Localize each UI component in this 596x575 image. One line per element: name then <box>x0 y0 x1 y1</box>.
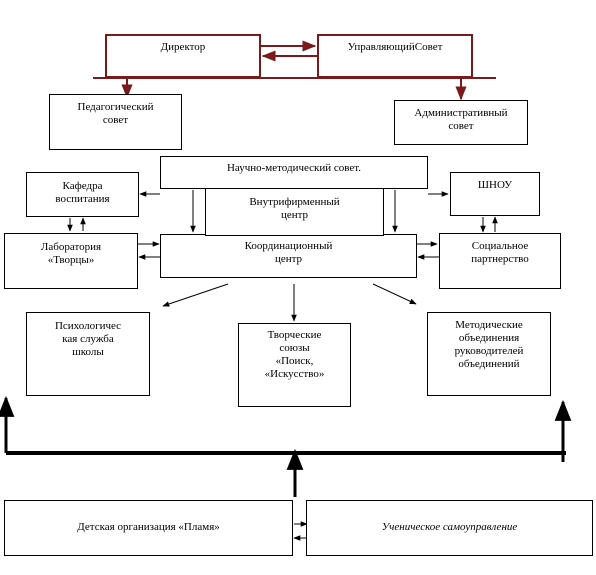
arrow-coord-to-psych <box>162 283 229 307</box>
kafedra-box: Кафедра воспитания <box>26 172 139 217</box>
kafedra-label: Кафедра воспитания <box>55 180 110 205</box>
ped-council-label: Педагогический совет <box>77 101 154 126</box>
children-label: Детская организация «Пламя» <box>77 521 220 533</box>
coord-box: Координационный центр <box>160 234 417 278</box>
vnutri-label: Внутрифирменный центр <box>249 196 340 221</box>
council-box: УправляющийСовет <box>317 34 473 78</box>
admin-council-label: Административный совет <box>414 107 508 132</box>
psych-label: Психологичес кая служба школы <box>54 320 122 358</box>
lab-label: Лаборатория «Творцы» <box>40 241 102 266</box>
selfgov-box: Ученическое самоуправление <box>306 500 593 556</box>
ped-council-box: Педагогический совет <box>49 94 182 150</box>
nms-box: Научно-методический совет. <box>160 156 428 189</box>
admin-council-box: Административный совет <box>394 100 528 145</box>
council-label: УправляющийСовет <box>347 41 443 53</box>
shnou-label: ШНОУ <box>477 179 513 191</box>
arrow-coord-to-method <box>372 283 417 305</box>
director-label: Директор <box>160 41 206 53</box>
creative-box: Творческие союзы «Поиск, «Искусство» <box>238 323 351 407</box>
social-label: Социальное партнерство <box>471 240 529 265</box>
children-box: Детская организация «Пламя» <box>4 500 293 556</box>
social-box: Социальное партнерство <box>439 233 561 289</box>
coord-label: Координационный центр <box>244 240 333 265</box>
nms-label: Научно-методический совет. <box>226 162 362 174</box>
psych-box: Психологичес кая служба школы <box>26 312 150 396</box>
selfgov-label: Ученическое самоуправление <box>381 521 518 533</box>
method-box: Методические объединения руководителей о… <box>427 312 551 396</box>
vnutri-box: Внутрифирменный центр <box>205 188 384 236</box>
lab-box: Лаборатория «Творцы» <box>4 233 138 289</box>
director-box: Директор <box>105 34 261 78</box>
shnou-box: ШНОУ <box>450 172 540 216</box>
creative-label: Творческие союзы «Поиск, «Искусство» <box>264 329 325 380</box>
method-label: Методические объединения руководителей о… <box>454 319 524 370</box>
